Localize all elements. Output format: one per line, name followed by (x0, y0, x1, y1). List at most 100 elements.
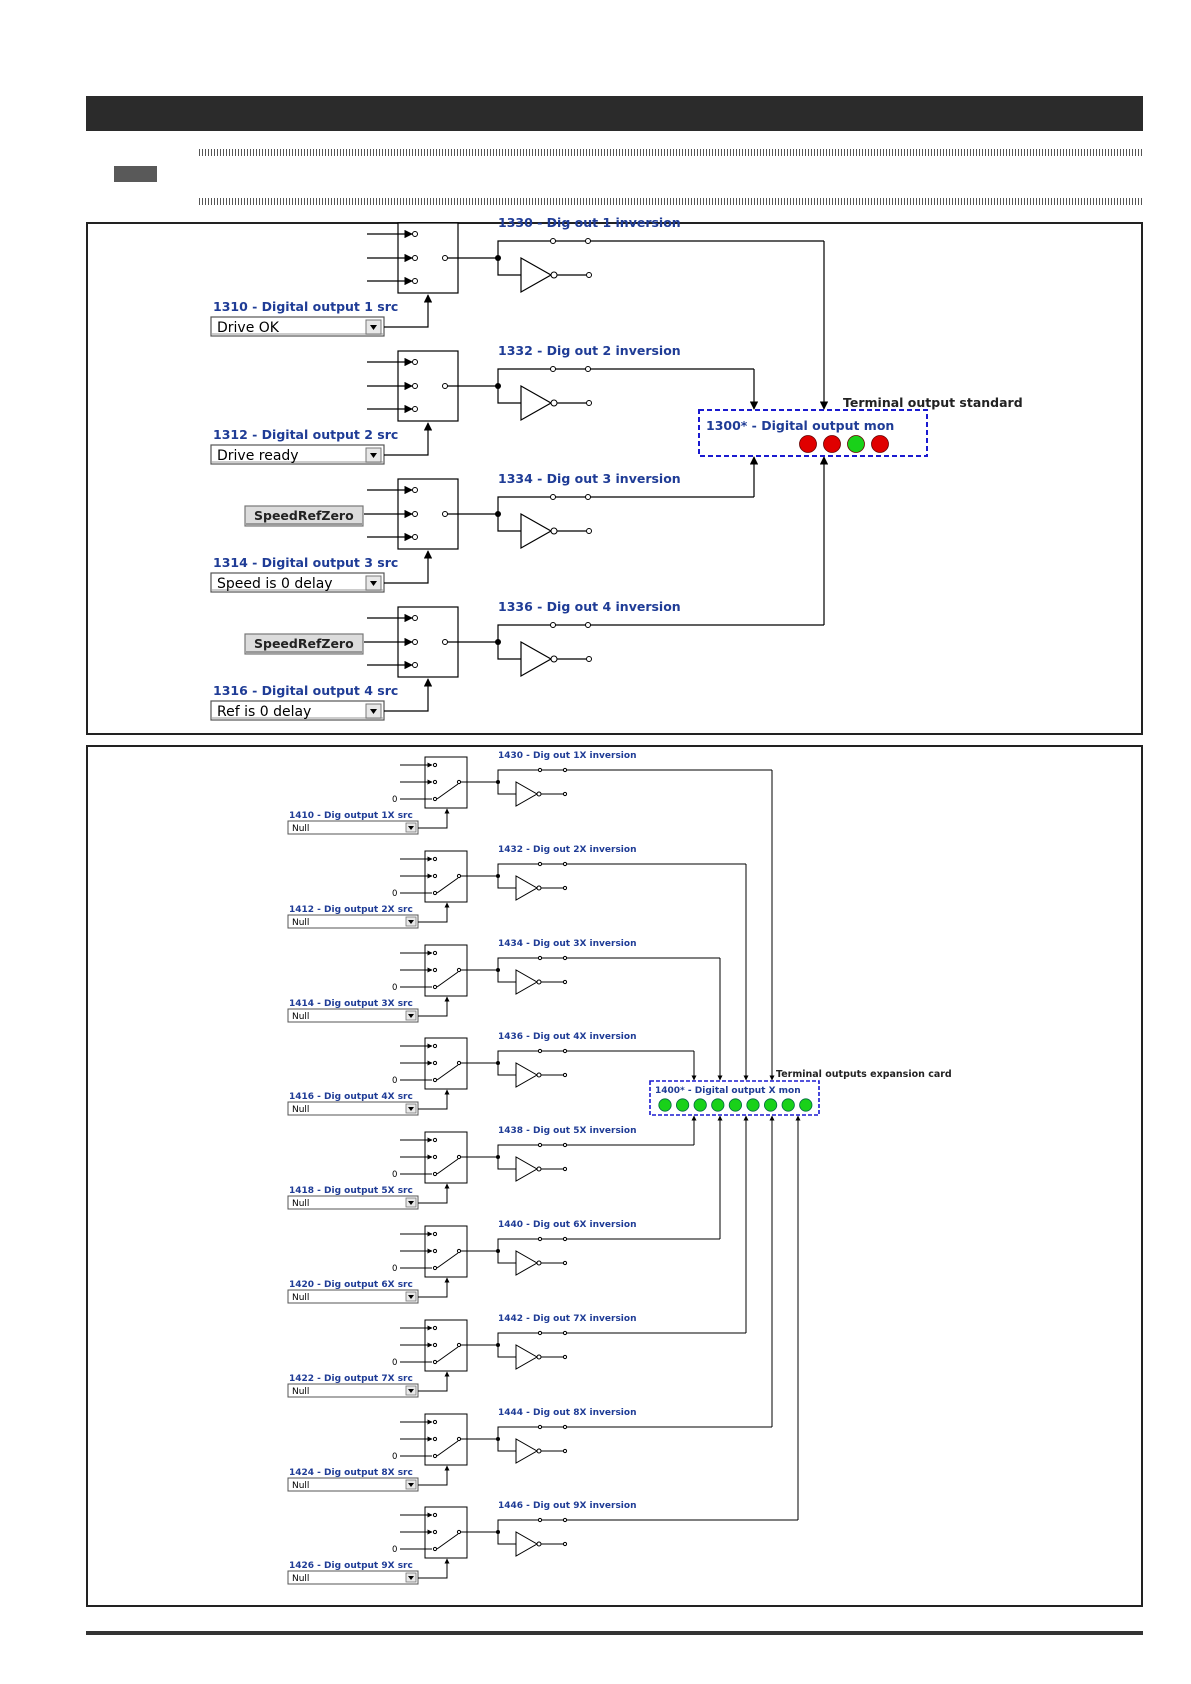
src-select-wire (418, 1558, 450, 1579)
inverter-gate-icon (520, 640, 553, 678)
status-led-x1 (658, 1098, 672, 1112)
mux-output-terminal (456, 967, 462, 973)
decorative-stripe-top (199, 149, 1143, 156)
inverter-bubble (536, 1448, 542, 1454)
mux-output-terminal (442, 255, 448, 261)
inversion-label-3: 1334 - Dig out 3 inversion (498, 471, 681, 486)
decorative-stripe-bottom (199, 198, 1143, 205)
chevron-down-icon (408, 1576, 414, 1580)
inverter-gate-icon (515, 875, 539, 901)
inverter-output-terminal (562, 1541, 568, 1547)
zero-input-label: 0 (392, 1264, 397, 1274)
mux-output-terminal (456, 779, 462, 785)
mux-input-terminal (432, 1171, 438, 1177)
src-select-wire (384, 550, 433, 584)
src-label-x6: 1420 - Dig output 6X src (289, 1280, 413, 1290)
mux-output-terminal (456, 1060, 462, 1066)
status-led-x5 (728, 1098, 743, 1112)
inverter-gate-icon (515, 1062, 539, 1088)
inverter-path (497, 1063, 516, 1076)
mux-output-terminal (456, 1154, 462, 1160)
src-select-value-x3: Null (292, 1012, 309, 1022)
src-label-x8: 1424 - Dig output 8X src (289, 1468, 413, 1478)
mux-input-terminal (412, 383, 418, 389)
chevron-down-icon (370, 453, 377, 458)
mux-input-terminal (412, 278, 418, 284)
speed-ref-zero-button[interactable] (244, 633, 364, 655)
mux-input-terminal (432, 1265, 438, 1271)
inversion-label-x3: 1434 - Dig out 3X inversion (498, 939, 636, 949)
mux-input-terminal (432, 762, 438, 768)
mux-switch-lever (436, 1533, 459, 1550)
monitor-x-label: 1400* - Digital output X mon (655, 1086, 801, 1096)
zero-input-label: 0 (392, 1170, 397, 1180)
src-label-x5: 1418 - Dig output 5X src (289, 1186, 413, 1196)
inverter-bubble (550, 527, 558, 535)
mux-input-terminal (412, 231, 418, 237)
mux-input-terminal (432, 1359, 438, 1365)
inversion-label-x9: 1446 - Dig out 9X inversion (498, 1501, 636, 1511)
terminal-output-standard-label: Terminal output standard (843, 395, 1023, 410)
inversion-path (497, 240, 553, 258)
src-select-value-x5: Null (292, 1199, 309, 1209)
speed-ref-zero-button[interactable] (244, 505, 364, 527)
mux-input-terminal (412, 255, 418, 261)
chevron-down-icon (408, 1295, 414, 1299)
mux-output-terminal (456, 1529, 462, 1535)
inverter-output-terminal (562, 1354, 568, 1360)
inverter-output-terminal (562, 1260, 568, 1266)
inverter-output-terminal (562, 791, 568, 797)
mux-input-terminal (432, 796, 438, 802)
src-label-x4: 1416 - Dig output 4X src (289, 1092, 413, 1102)
section-tab (114, 166, 157, 182)
inverter-path (497, 782, 516, 795)
inversion-label-2: 1332 - Dig out 2 inversion (498, 343, 681, 358)
src-select-wire (418, 902, 450, 923)
mux-input-terminal (432, 1529, 438, 1535)
status-led-1 (799, 435, 817, 453)
inversion-path (497, 1238, 540, 1251)
inverter-gate-icon (520, 256, 553, 294)
status-led-x8 (781, 1098, 795, 1112)
chevron-down-icon (370, 709, 377, 714)
mux-input-terminal (412, 406, 418, 412)
mux-switch-lever (436, 1158, 459, 1175)
zero-input-label: 0 (392, 1358, 397, 1368)
src-select-wire (418, 1465, 450, 1486)
inversion-path (497, 368, 553, 386)
inversion-label-x6: 1440 - Dig out 6X inversion (498, 1220, 636, 1230)
inversion-path (497, 1332, 540, 1345)
src-select-wire (418, 996, 450, 1017)
mux-switch-lever (436, 783, 459, 800)
inversion-label-x4: 1436 - Dig out 4X inversion (498, 1032, 636, 1042)
mux-input-terminal (412, 487, 418, 493)
speed-ref-zero-label: SpeedRefZero (254, 508, 354, 523)
mux-input-terminal (432, 1453, 438, 1459)
inversion-label-4: 1336 - Dig out 4 inversion (498, 599, 681, 614)
inverter-bubble (536, 1541, 542, 1547)
inversion-switch-terminal (585, 622, 591, 628)
inverter-output-terminal (562, 1448, 568, 1454)
inverter-path (497, 876, 516, 889)
inverter-bubble (550, 271, 558, 279)
inverter-bubble (536, 1260, 542, 1266)
inverter-gate-icon (520, 384, 553, 422)
mux-switch-lever (436, 1440, 459, 1457)
mux-input-terminal (412, 534, 418, 540)
src-select-value-3: Speed is 0 delay (217, 576, 333, 592)
chevron-down-icon (370, 325, 377, 330)
status-led-4 (871, 435, 889, 453)
select-shadow (212, 717, 383, 719)
inverter-bubble (550, 399, 558, 407)
mux-switch-lever (436, 877, 459, 894)
chevron-down-icon (408, 1389, 414, 1393)
inversion-path (497, 1519, 540, 1532)
inversion-label-x5: 1438 - Dig out 5X inversion (498, 1126, 636, 1136)
mux-input-terminal (432, 1419, 438, 1425)
inversion-label-x7: 1442 - Dig out 7X inversion (498, 1314, 636, 1324)
terminal-outputs-expansion-label: Terminal outputs expansion card (776, 1069, 952, 1080)
mux-input-terminal (432, 1043, 438, 1049)
chevron-down-icon (370, 581, 377, 586)
mux-input-terminal (432, 1342, 438, 1348)
